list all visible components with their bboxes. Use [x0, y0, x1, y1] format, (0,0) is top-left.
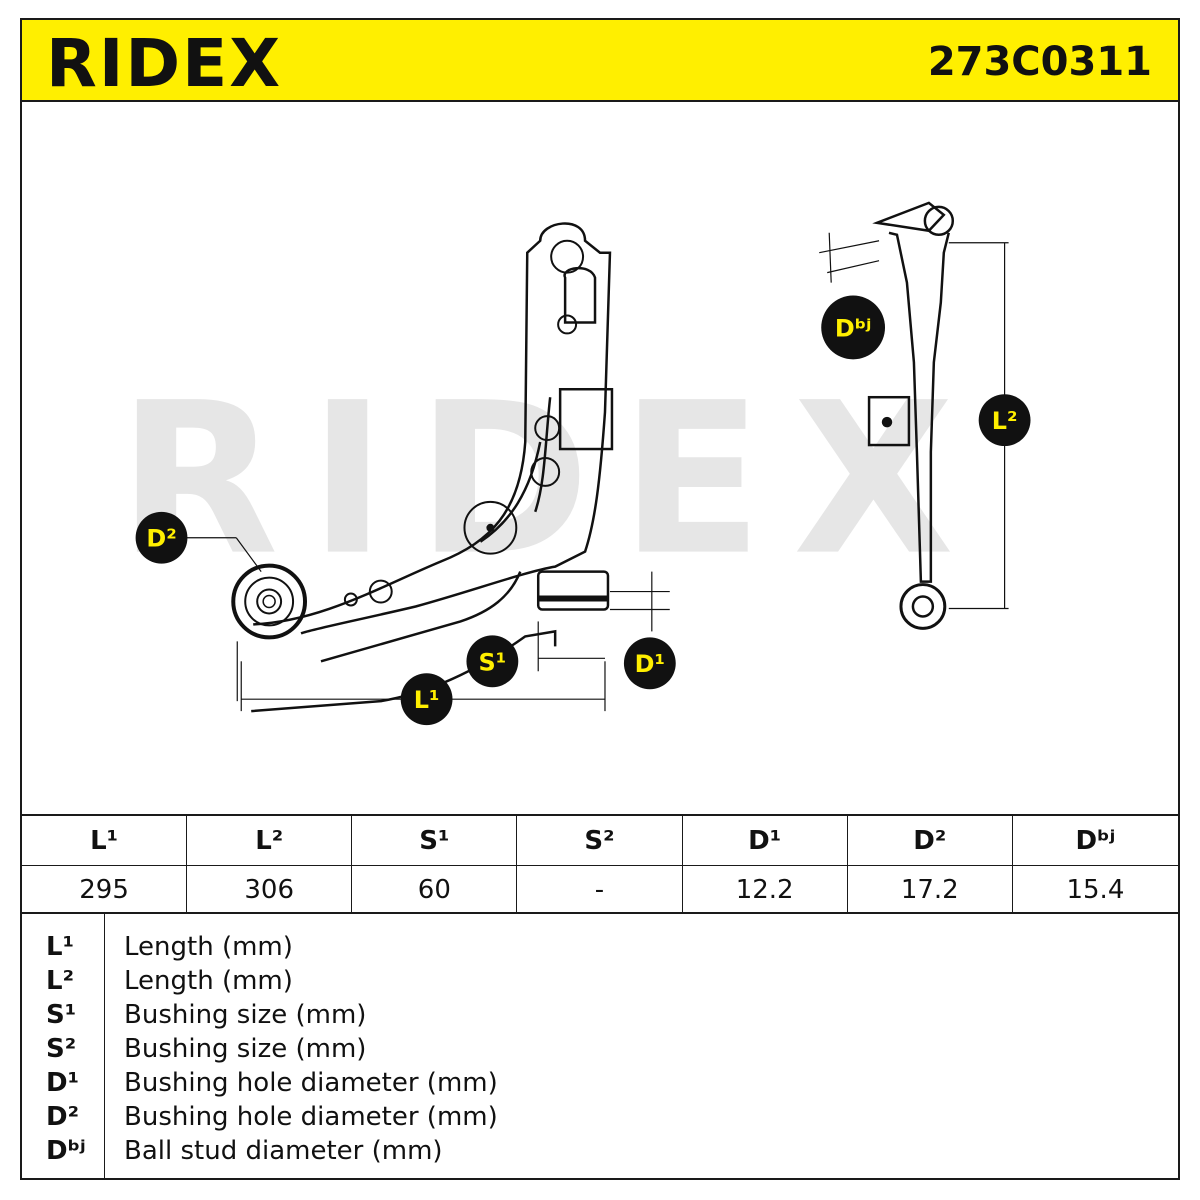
badge-d1: D¹	[623, 637, 676, 690]
bushing-d2	[231, 563, 308, 640]
part-number: 273C0311	[927, 39, 1152, 85]
brand-logo-text: RIDEX	[46, 25, 282, 98]
spec-header-cell: S²	[517, 816, 683, 866]
brand-logo: RIDEX	[46, 25, 282, 98]
ball-joint-mount	[343, 239, 585, 607]
legend-symbol: S¹	[46, 1000, 77, 1030]
legend-description: Bushing hole diameter (mm)	[124, 1102, 498, 1132]
badge-l2: L²	[978, 394, 1031, 447]
control-arm-side-view	[867, 201, 955, 630]
legend-description: Bushing hole diameter (mm)	[124, 1068, 498, 1098]
spec-value-cell: -	[517, 866, 683, 914]
legend-description: Bushing size (mm)	[124, 1000, 367, 1030]
spec-value-cell: 12.2	[683, 866, 848, 914]
watermark-logo: RIDEX	[118, 359, 984, 602]
spec-value-cell: 295	[22, 866, 188, 914]
legend-row: L² Length (mm)	[22, 964, 1178, 998]
spec-header-cell: D¹	[682, 816, 848, 866]
badge-dbj: Dᵇʲ	[821, 295, 886, 360]
spec-header-cell: L²	[187, 816, 353, 866]
svg-text:D¹: D¹	[635, 650, 665, 678]
svg-text:S¹: S¹	[479, 648, 507, 676]
legend: L¹ Length (mm) L² Length (mm) S¹ Bushing size…	[22, 914, 1178, 1180]
product-sheet: RIDEX 273C0311 RIDEX	[20, 18, 1180, 1180]
spec-value-cell: 60	[352, 866, 518, 914]
svg-text:Dᵇʲ: Dᵇʲ	[835, 314, 872, 342]
svg-text:L²: L²	[992, 407, 1018, 435]
legend-divider	[104, 914, 105, 1180]
header-bar: RIDEX 273C0311	[22, 20, 1178, 102]
dimension-dbj-line	[819, 240, 880, 254]
technical-drawing: RIDEX	[118, 201, 1031, 726]
spec-header-cell: D²	[847, 816, 1013, 866]
legend-row: Dᵇʲ Ball stud diameter (mm)	[22, 1134, 1178, 1168]
spec-header-cell: Dᵇʲ	[1012, 816, 1178, 866]
badge-l1: L¹	[400, 673, 453, 726]
control-arm-front-view	[236, 222, 614, 713]
legend-description: Length (mm)	[124, 966, 293, 996]
legend-symbol: D²	[46, 1102, 79, 1132]
legend-row: D² Bushing hole diameter (mm)	[22, 1100, 1178, 1134]
spec-value-cell: 15.4	[1066, 875, 1125, 905]
spec-value-cell: 17.2	[848, 866, 1013, 914]
legend-symbol: Dᵇʲ	[46, 1136, 86, 1166]
badge-d2: D²	[135, 511, 188, 564]
legend-description: Ball stud diameter (mm)	[124, 1136, 443, 1166]
badge-s1: S¹	[466, 635, 519, 688]
legend-symbol: D¹	[46, 1068, 79, 1098]
legend-symbol: L¹	[46, 932, 74, 962]
legend-description: Bushing size (mm)	[124, 1034, 367, 1064]
spec-value-cell: 306	[187, 866, 353, 914]
spec-header-cell: S¹	[352, 816, 518, 866]
svg-text:L¹: L¹	[414, 686, 440, 714]
legend-row: S² Bushing size (mm)	[22, 1032, 1178, 1066]
svg-text:D²: D²	[146, 525, 176, 553]
legend-row: D¹ Bushing hole diameter (mm)	[22, 1066, 1178, 1100]
legend-symbol: L²	[46, 966, 74, 996]
spec-header-cell: L¹	[22, 816, 188, 866]
legend-description: Length (mm)	[124, 932, 293, 962]
legend-symbol: S²	[46, 1034, 77, 1064]
legend-row: L¹ Length (mm)	[22, 930, 1178, 964]
legend-row: S¹ Bushing size (mm)	[22, 998, 1178, 1032]
